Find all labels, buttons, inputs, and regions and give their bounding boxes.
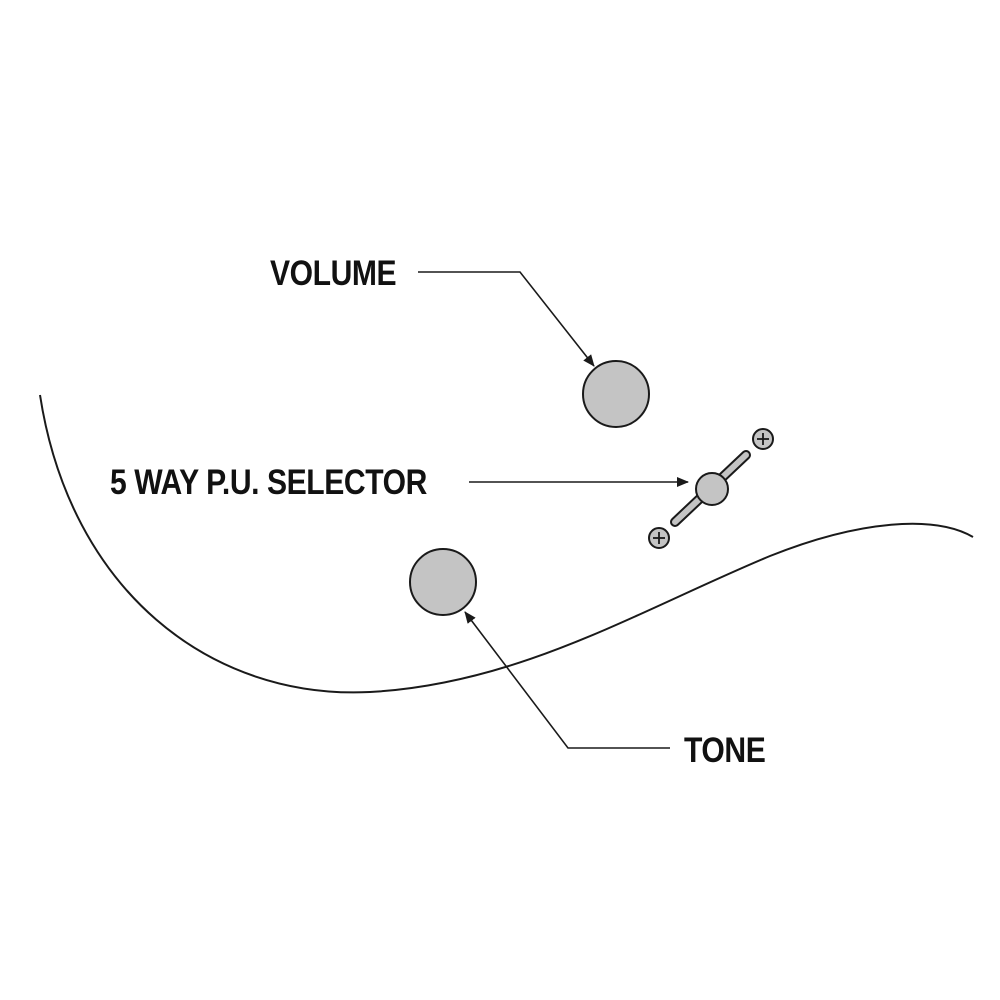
selector-label: 5 WAY P.U. SELECTOR — [110, 463, 427, 502]
screw-icon — [648, 527, 670, 549]
screw-icon — [752, 428, 774, 450]
pickup-selector-switch — [670, 450, 751, 527]
body-outline — [39, 394, 974, 694]
tone-label: TONE — [684, 731, 766, 770]
volume-label: VOLUME — [270, 254, 397, 293]
tone-knob — [409, 548, 477, 616]
volume-knob — [582, 360, 650, 428]
volume-leader-arrow — [418, 271, 595, 367]
tone-leader-arrow — [464, 611, 670, 749]
